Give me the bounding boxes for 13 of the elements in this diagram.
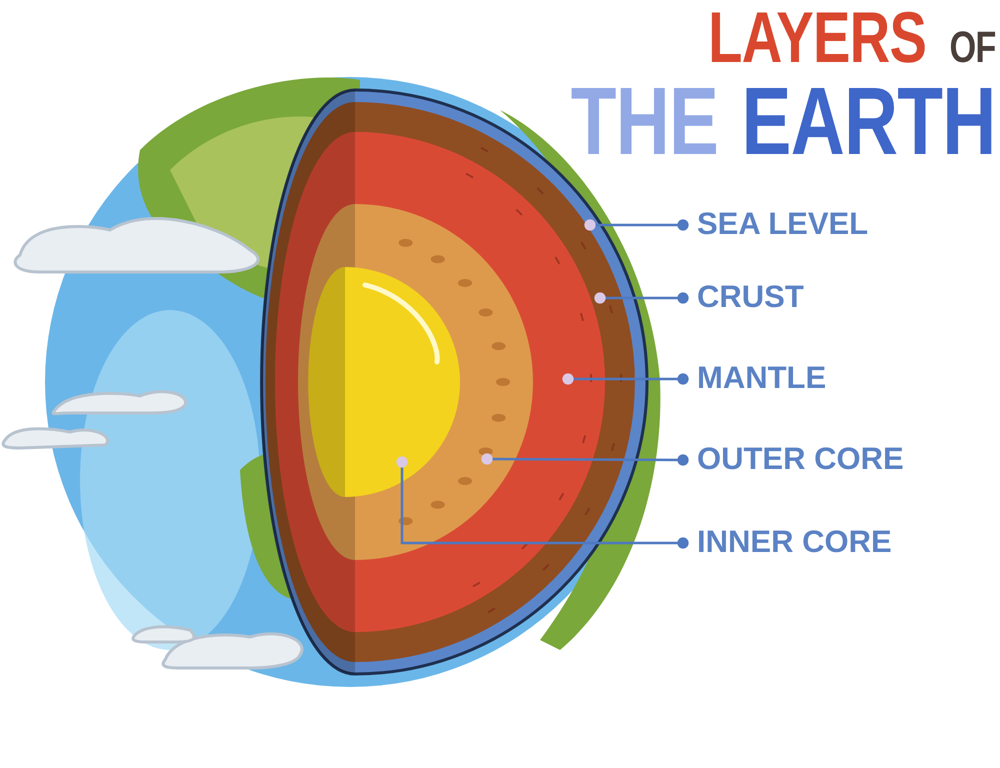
leader-line [584,219,689,231]
inner-core-layer [308,266,460,498]
leader-line [562,373,689,385]
layer-label: SEA LEVEL [697,208,868,239]
leader-line [481,453,689,466]
leader-line [396,456,689,549]
layer-label: MANTLE [697,362,826,393]
title: LAYERS OF THE EARTH [571,2,996,170]
leader-line [594,292,689,304]
layer-label: OUTER CORE [697,443,904,474]
outer-core-layer [298,204,533,560]
layer-label: INNER CORE [697,526,892,557]
layer-label: CRUST [697,281,804,312]
